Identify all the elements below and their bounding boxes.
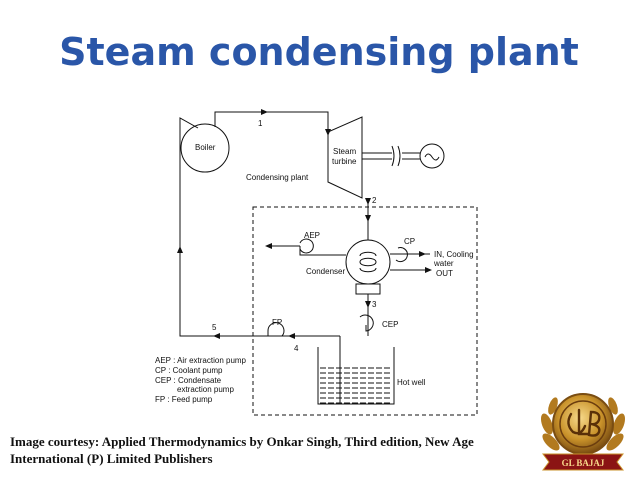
cooling-in-label: water <box>433 259 454 268</box>
state-point-label: 4 <box>294 344 299 353</box>
courtesy-line: Image courtesy: Applied Thermodynamics b… <box>10 434 474 449</box>
feed-line <box>179 117 282 337</box>
hot-well-tank <box>317 347 395 405</box>
legend-line: CP : Coolant pump <box>155 366 223 375</box>
aep-label: AEP <box>304 231 320 240</box>
steam-line <box>214 111 329 132</box>
monogram-glyph <box>567 408 601 437</box>
arrow-icon <box>288 333 295 339</box>
condensing-plant-label: Condensing plant <box>246 173 309 182</box>
legend-line: extraction pump <box>177 385 234 394</box>
state-point-label: 2 <box>372 196 377 205</box>
legend-line: CEP : Condensate <box>155 376 222 385</box>
arrow-icon <box>365 215 371 222</box>
fp-label: FP <box>272 318 282 327</box>
gl-bajaj-logo: GL BAJAJ <box>540 393 626 471</box>
condenser-label: Condenser <box>306 267 345 276</box>
condensing-plant-boundary <box>252 206 478 416</box>
courtesy-line: International (P) Limited Publishers <box>10 451 213 466</box>
slide-title: Steam condensing plant <box>59 30 579 74</box>
state-point-label: 3 <box>372 300 377 309</box>
hot-well-water <box>320 367 392 404</box>
arrow-icon <box>261 109 268 115</box>
state-point-label: 5 <box>212 323 217 332</box>
arrow-icon <box>425 267 432 273</box>
arrow-icon <box>365 301 371 308</box>
turbine-label: Steam <box>333 147 356 156</box>
arrow-icon <box>265 243 272 249</box>
image-courtesy-note: Image courtesy: Applied Thermodynamics b… <box>10 433 530 467</box>
banner-ribbon <box>542 453 624 471</box>
cooling-out-label: OUT <box>436 269 453 278</box>
arrow-icon <box>213 333 220 339</box>
legend-line: FP : Feed pump <box>155 395 213 404</box>
boiler-label: Boiler <box>195 143 216 152</box>
arrow-icon <box>419 251 426 257</box>
logo-banner-text: GL BAJAJ <box>562 458 605 468</box>
cp-label: CP <box>404 237 415 246</box>
condenser-shape <box>345 239 391 285</box>
cep-label: CEP <box>382 320 398 329</box>
turbine-shape <box>327 116 363 199</box>
legend-line: AEP : Air extraction pump <box>155 356 247 365</box>
cooling-in-label: IN, Cooling <box>434 250 474 259</box>
boiler-shape <box>180 123 230 173</box>
hot-well-label: Hot well <box>397 378 426 387</box>
arrow-icon <box>365 198 371 205</box>
laurel-wreath <box>540 397 626 451</box>
state-point-label: 1 <box>258 119 263 128</box>
arrow-icon <box>325 129 331 136</box>
generator-shape <box>419 143 445 169</box>
arrow-icon <box>177 246 183 253</box>
turbine-label: turbine <box>332 157 357 166</box>
